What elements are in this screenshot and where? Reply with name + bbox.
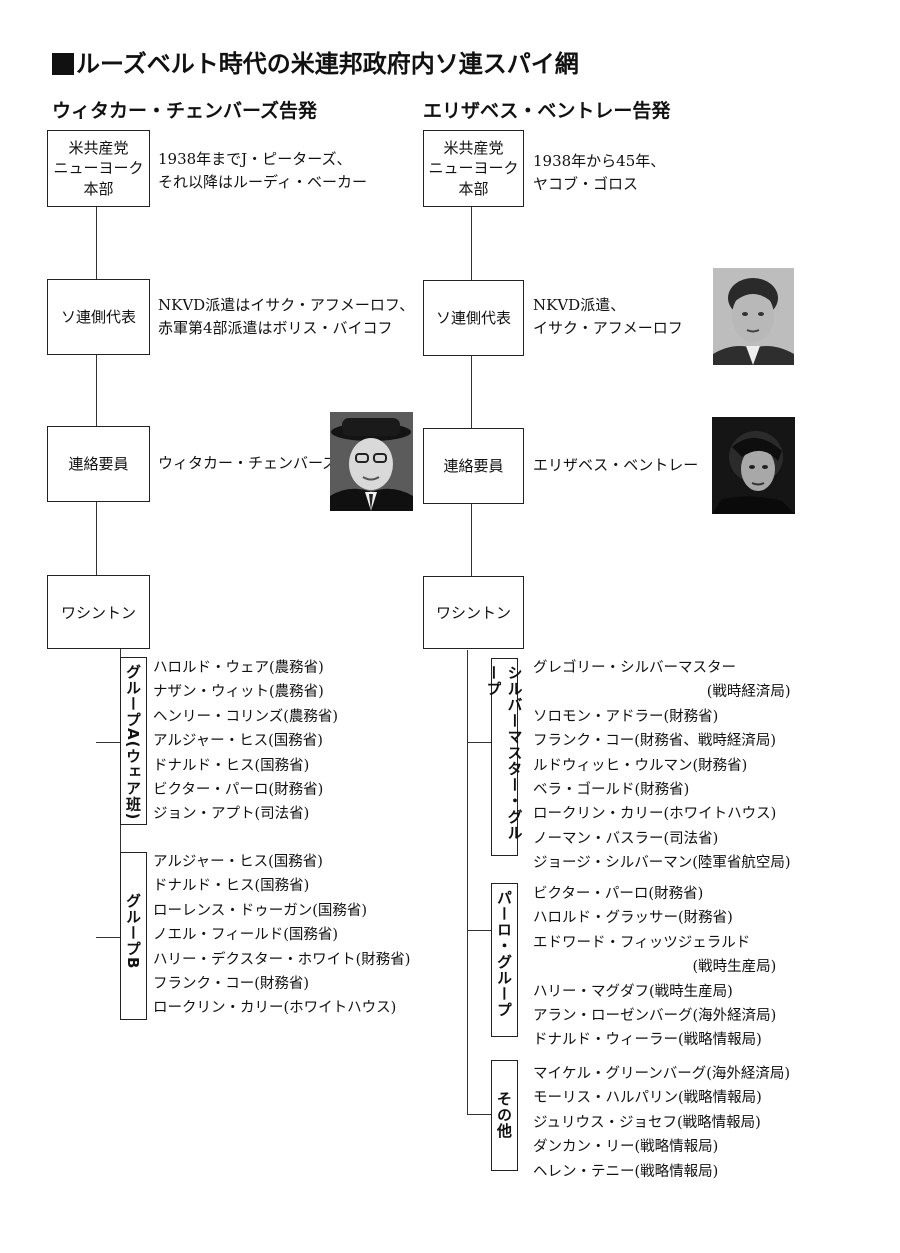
- list-item: ローレンス・ドゥーガン(国務省): [153, 902, 368, 919]
- right-liaison-note: エリザベス・ベントレー: [533, 456, 699, 474]
- left-washington-box: ワシントン: [47, 575, 150, 649]
- list-item: グレゴリー・シルバーマスター: [533, 660, 736, 676]
- right-perlo-branch: [467, 930, 491, 931]
- list-item: ヘレン・テニー(戦略情報局): [533, 1163, 719, 1180]
- right-silvermaster-branch: [467, 742, 491, 743]
- photo-chambers: [330, 412, 413, 511]
- portrait-woman-icon: [712, 417, 795, 514]
- right-washington-box: ワシントン: [423, 576, 524, 649]
- list-item: ジョージ・シルバーマン(陸軍省航空局): [533, 855, 791, 872]
- photo-bentley: [712, 417, 795, 514]
- left-group-a-branch: [96, 742, 120, 743]
- right-main-connector: [471, 206, 472, 598]
- group-b-label: グループB: [124, 893, 142, 970]
- right-perlo-label-box: パーロ・グループ: [491, 883, 518, 1037]
- right-rep-note: NKVD派遣、 イサク・アフメーロフ: [533, 296, 683, 338]
- list-item: モーリス・ハルパリン(戦略情報局): [533, 1090, 762, 1107]
- list-item: アルジャー・ヒス(国務省): [153, 733, 323, 750]
- list-item: ロークリン・カリー(ホワイトハウス): [533, 806, 777, 823]
- list-item: ソロモン・アドラー(財務省): [533, 708, 719, 725]
- silvermaster-group-label: シルバーマスター・グループ: [484, 665, 524, 841]
- list-item: アラン・ローゼンバーグ(海外経済局): [533, 1007, 777, 1024]
- list-item-continued: (戦時経済局): [706, 684, 791, 701]
- list-item: エドワード・フィッツジェラルド: [533, 934, 751, 951]
- list-item: ジョン・アプト(司法省): [153, 806, 310, 823]
- right-silvermaster-label-box: シルバーマスター・グループ: [485, 658, 524, 856]
- list-item: ヘンリー・コリンズ(農務省): [153, 708, 339, 725]
- left-group-a-label-box: グループA(ウェア班): [120, 657, 147, 825]
- right-liaison-box: 連絡要員: [423, 428, 524, 504]
- right-hq-box: 米共産党 ニューヨーク 本部: [423, 130, 524, 207]
- right-perlo-list: ビクター・パーロ(財務省) ハロルド・グラッサー(財務省) エドワード・フィッツ…: [533, 882, 776, 1053]
- left-main-connector: [96, 206, 97, 598]
- list-item: ドナルド・ヒス(国務省): [153, 878, 310, 895]
- right-group-connector: [467, 650, 468, 1115]
- list-item: ドナルド・ヒス(国務省): [153, 757, 310, 774]
- right-rep-box: ソ連側代表: [423, 280, 524, 356]
- list-item: ノエル・フィールド(国務省): [153, 927, 339, 944]
- photo-akhmerov: [713, 268, 794, 365]
- list-item: ハロルド・ウェア(農務省): [153, 660, 324, 676]
- right-other-branch: [467, 1114, 491, 1115]
- left-column-heading: ウィタカー・チェンバーズ告発: [52, 100, 318, 122]
- left-rep-note: NKVD派遣はイサク・アフメーロフ、 赤軍第4部派遣はボリス・バイコフ: [158, 296, 415, 338]
- right-column-heading: エリザベス・ベントレー告発: [423, 100, 671, 122]
- list-item: ベラ・ゴールド(財務省): [533, 781, 690, 798]
- left-group-a-list: ハロルド・ウェア(農務省) ナザン・ウィット(農務省) ヘンリー・コリンズ(農務…: [153, 656, 338, 827]
- list-item: フランク・コー(財務省、戦時経済局): [533, 733, 777, 750]
- perlo-group-label: パーロ・グループ: [495, 890, 513, 1018]
- other-group-label: その他: [495, 1091, 513, 1139]
- list-item-continued: (戦時生産局): [692, 959, 777, 976]
- list-item: ハリー・デクスター・ホワイト(財務省): [153, 951, 411, 968]
- right-silvermaster-list: グレゴリー・シルバーマスター (戦時経済局) ソロモン・アドラー(財務省) フラ…: [533, 656, 791, 876]
- left-hq-box: 米共産党 ニューヨーク 本部: [47, 130, 150, 207]
- list-item: ビクター・パーロ(財務省): [153, 781, 324, 798]
- left-hq-note: 1938年までJ・ピーターズ、 それ以降はルーディ・ベーカー: [158, 150, 367, 192]
- portrait-man-icon: [713, 268, 794, 365]
- list-item: ビクター・パーロ(財務省): [533, 886, 704, 902]
- left-liaison-box: 連絡要員: [47, 426, 150, 502]
- list-item: マイケル・グリーンバーグ(海外経済局): [533, 1066, 791, 1082]
- group-a-label: グループA(ウェア班): [124, 664, 142, 821]
- list-item: フランク・コー(財務省): [153, 975, 310, 992]
- list-item: ジュリウス・ジョセフ(戦略情報局): [533, 1114, 761, 1131]
- list-item: ルドウィッヒ・ウルマン(財務省): [533, 757, 748, 774]
- black-square-icon: [52, 53, 74, 75]
- list-item: ロークリン・カリー(ホワイトハウス): [153, 1000, 397, 1017]
- list-item: ハリー・マグダフ(戦時生産局): [533, 983, 733, 1000]
- portrait-man-hat-icon: [330, 412, 413, 511]
- list-item: ダンカン・リー(戦略情報局): [533, 1139, 719, 1156]
- list-item: アルジャー・ヒス(国務省): [153, 854, 323, 870]
- left-rep-box: ソ連側代表: [47, 279, 150, 355]
- list-item: ナザン・ウィット(農務省): [153, 684, 324, 701]
- left-group-b-branch: [96, 937, 120, 938]
- diagram-title: ルーズベルト時代の米連邦政府内ソ連スパイ網: [52, 44, 579, 79]
- left-group-b-label-box: グループB: [120, 852, 147, 1020]
- right-hq-note: 1938年から45年、 ヤコブ・ゴロス: [533, 152, 666, 194]
- right-other-list: マイケル・グリーンバーグ(海外経済局) モーリス・ハルパリン(戦略情報局) ジュ…: [533, 1062, 790, 1184]
- list-item: ノーマン・バスラー(司法省): [533, 830, 719, 847]
- list-item: ハロルド・グラッサー(財務省): [533, 910, 733, 927]
- left-group-b-list: アルジャー・ヒス(国務省) ドナルド・ヒス(国務省) ローレンス・ドゥーガン(国…: [153, 850, 410, 1021]
- list-item: ドナルド・ウィーラー(戦略情報局): [533, 1032, 762, 1049]
- right-other-label-box: その他: [491, 1060, 518, 1171]
- left-liaison-note: ウィタカー・チェンバーズ: [158, 454, 338, 472]
